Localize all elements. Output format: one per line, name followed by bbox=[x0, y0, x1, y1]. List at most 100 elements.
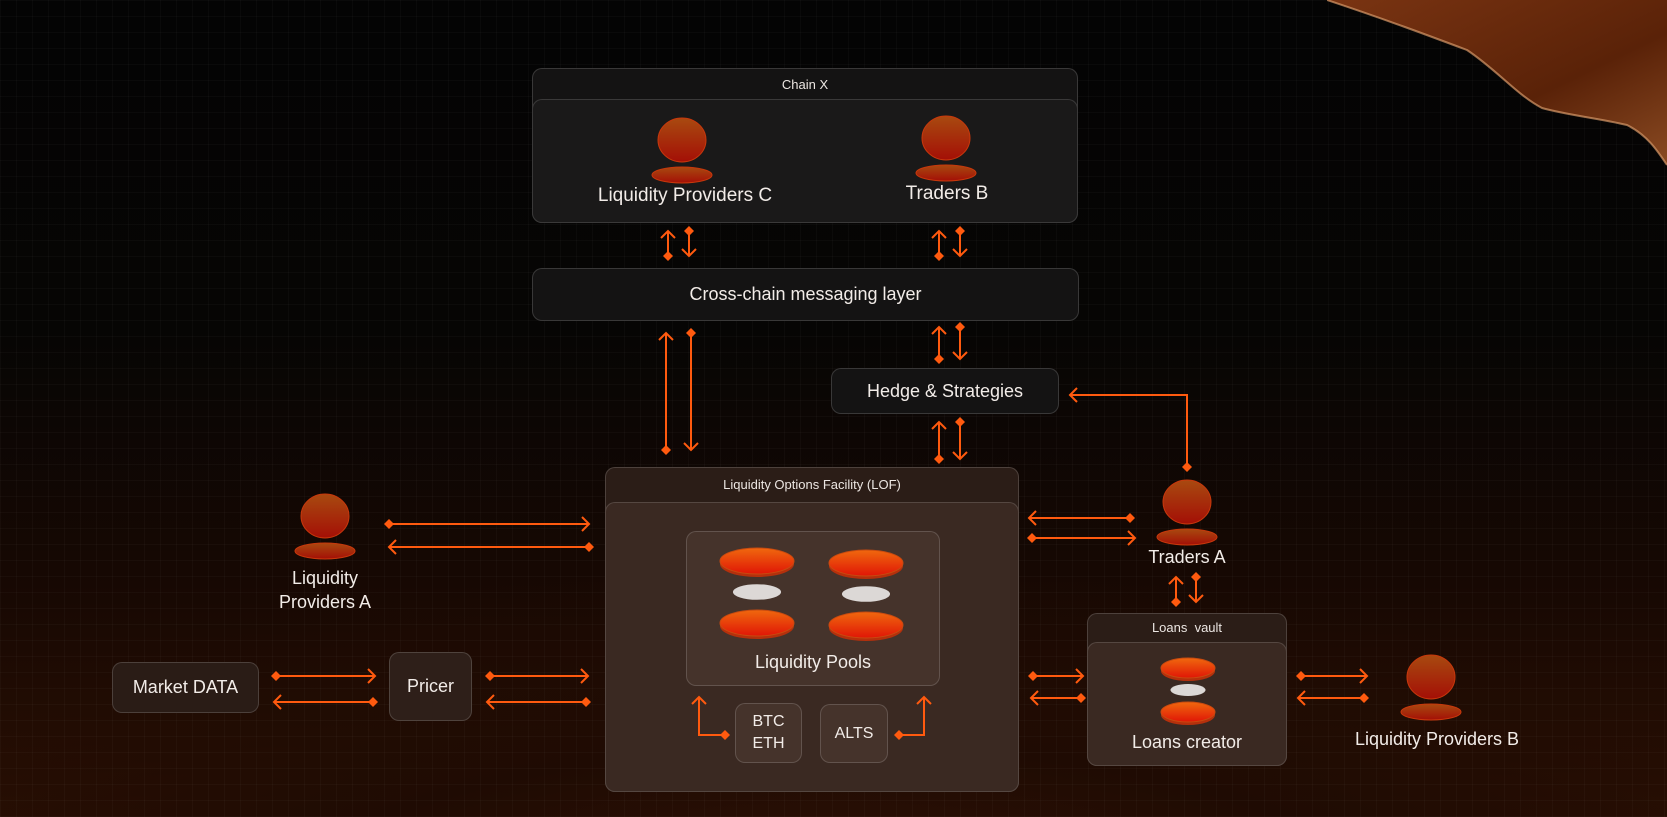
arrowhead-icon bbox=[1359, 668, 1369, 684]
person-body-icon bbox=[915, 164, 977, 182]
diamond-endpoint-icon bbox=[1359, 693, 1369, 703]
diamond-endpoint-icon bbox=[955, 226, 965, 236]
arrows-crosschain-hedge-up bbox=[931, 325, 947, 364]
diamond-endpoint-icon bbox=[485, 671, 495, 681]
lp-b-person-icon bbox=[1400, 654, 1462, 721]
diamond-endpoint-icon bbox=[271, 671, 281, 681]
arrowhead-icon bbox=[952, 351, 968, 361]
market-data-box[interactable]: Market DATA bbox=[112, 662, 259, 713]
arrowhead-icon bbox=[1027, 510, 1037, 526]
arrowhead-icon bbox=[1296, 690, 1306, 706]
market-data-label: Market DATA bbox=[132, 677, 239, 697]
loans-creator-label: Loans creator bbox=[1131, 732, 1243, 752]
person-body-icon bbox=[1400, 703, 1462, 721]
person-head-icon bbox=[300, 493, 350, 539]
traders-b-label: Traders B bbox=[905, 183, 989, 204]
arrow-pricer-to-market bbox=[272, 694, 378, 710]
arrow-btc-eth-to-pools bbox=[691, 695, 730, 740]
person-head-icon bbox=[657, 117, 707, 163]
arrow-traders-a-to-lof bbox=[1027, 510, 1135, 526]
pool-disk-bottom-icon bbox=[719, 609, 795, 639]
diamond-endpoint-icon bbox=[720, 730, 730, 740]
lp-c-person-icon bbox=[651, 117, 713, 184]
arrows-crosschain-hedge-down bbox=[952, 322, 968, 361]
chain-x-container: Chain X bbox=[532, 68, 1078, 223]
pricer-label: Pricer bbox=[406, 676, 454, 696]
lp-a-label-line2: Providers A bbox=[278, 592, 372, 612]
diamond-endpoint-icon bbox=[663, 251, 673, 261]
lp-a-label-line1: Liquidity bbox=[291, 568, 359, 588]
pool-disk-top-icon bbox=[719, 547, 795, 577]
hedge-strategies-box[interactable]: Hedge & Strategies bbox=[831, 368, 1059, 414]
person-body-icon bbox=[1156, 528, 1218, 546]
arrowhead-icon bbox=[660, 229, 676, 239]
pool-token-icon bbox=[732, 584, 782, 600]
pool-disk-top-icon bbox=[1160, 657, 1216, 681]
pool-disk-top-icon bbox=[828, 549, 904, 579]
arrow-loans-to-lof bbox=[1029, 690, 1086, 706]
pool-stack-right-icon bbox=[841, 586, 891, 602]
pool-disk-bottom-icon bbox=[828, 611, 904, 641]
arrowhead-icon bbox=[691, 695, 707, 705]
arrowhead-icon bbox=[272, 694, 282, 710]
arrowhead-icon bbox=[485, 694, 495, 710]
arrowhead-icon bbox=[952, 451, 968, 461]
diamond-endpoint-icon bbox=[934, 454, 944, 464]
arrowhead-icon bbox=[1029, 690, 1039, 706]
person-body-icon bbox=[294, 542, 356, 560]
arrows-crosschain-lof-down bbox=[683, 328, 699, 452]
diamond-endpoint-icon bbox=[894, 730, 904, 740]
alts-box[interactable]: ALTS bbox=[820, 704, 888, 763]
arrow-market-to-pricer bbox=[271, 668, 377, 684]
arrow-lof-to-traders-a bbox=[1027, 530, 1137, 546]
diamond-endpoint-icon bbox=[1171, 597, 1181, 607]
rock-decoration bbox=[1327, 0, 1667, 166]
arrow-lpa-to-lof bbox=[384, 516, 591, 532]
btc-eth-box[interactable]: BTC ETH bbox=[735, 703, 802, 763]
btc-label: BTC bbox=[752, 713, 785, 730]
arrowhead-icon bbox=[681, 248, 697, 258]
traders-a-person-icon bbox=[1156, 479, 1218, 546]
arrowhead-icon bbox=[581, 516, 591, 532]
pricer-box[interactable]: Pricer bbox=[389, 652, 472, 721]
arrowhead-icon bbox=[1168, 575, 1184, 585]
cross-chain-layer[interactable]: Cross-chain messaging layer bbox=[532, 268, 1079, 321]
diamond-endpoint-icon bbox=[584, 542, 594, 552]
loans-stack-icon bbox=[1170, 684, 1206, 696]
diamond-endpoint-icon bbox=[1296, 671, 1306, 681]
diamond-endpoint-icon bbox=[1125, 513, 1135, 523]
arrowhead-icon bbox=[658, 331, 674, 341]
arrowhead-icon bbox=[683, 442, 699, 452]
arrows-traders-b-crosschain-down bbox=[952, 226, 968, 258]
person-head-icon bbox=[1162, 479, 1212, 525]
arrows-hedge-lof-up bbox=[931, 420, 947, 464]
lp-c-label: Liquidity Providers C bbox=[597, 185, 773, 206]
arrowhead-icon bbox=[931, 325, 947, 335]
arrow-pricer-to-lof bbox=[485, 668, 590, 684]
cross-chain-label: Cross-chain messaging layer bbox=[689, 284, 922, 304]
diamond-endpoint-icon bbox=[1028, 671, 1038, 681]
arrows-crosschain-lof-up bbox=[658, 331, 674, 455]
diamond-endpoint-icon bbox=[955, 417, 965, 427]
pool-stack-left-icon bbox=[732, 584, 782, 600]
chain-x-inner bbox=[532, 99, 1078, 223]
diamond-endpoint-icon bbox=[368, 697, 378, 707]
arrows-traders-a-loans-down bbox=[1188, 572, 1204, 604]
loans-vault-title: Loans vault bbox=[1151, 620, 1223, 635]
person-body-icon bbox=[651, 166, 713, 184]
diamond-endpoint-icon bbox=[1076, 693, 1086, 703]
lof-title: Liquidity Options Facility (LOF) bbox=[723, 477, 901, 492]
arrow-lof-to-loans bbox=[1028, 668, 1085, 684]
arrows-lpc-crosschain-up bbox=[660, 229, 676, 261]
traders-a-label: Traders A bbox=[1148, 547, 1226, 567]
arrowhead-icon bbox=[916, 695, 932, 705]
arrowhead-icon bbox=[931, 420, 947, 430]
diamond-endpoint-icon bbox=[686, 328, 696, 338]
arrows-hedge-lof-down bbox=[952, 417, 968, 461]
traders-b-person-icon bbox=[915, 115, 977, 182]
liquidity-pools-label: Liquidity Pools bbox=[754, 652, 872, 672]
diamond-endpoint-icon bbox=[684, 226, 694, 236]
person-head-icon bbox=[921, 115, 971, 161]
alts-label: ALTS bbox=[834, 724, 874, 742]
